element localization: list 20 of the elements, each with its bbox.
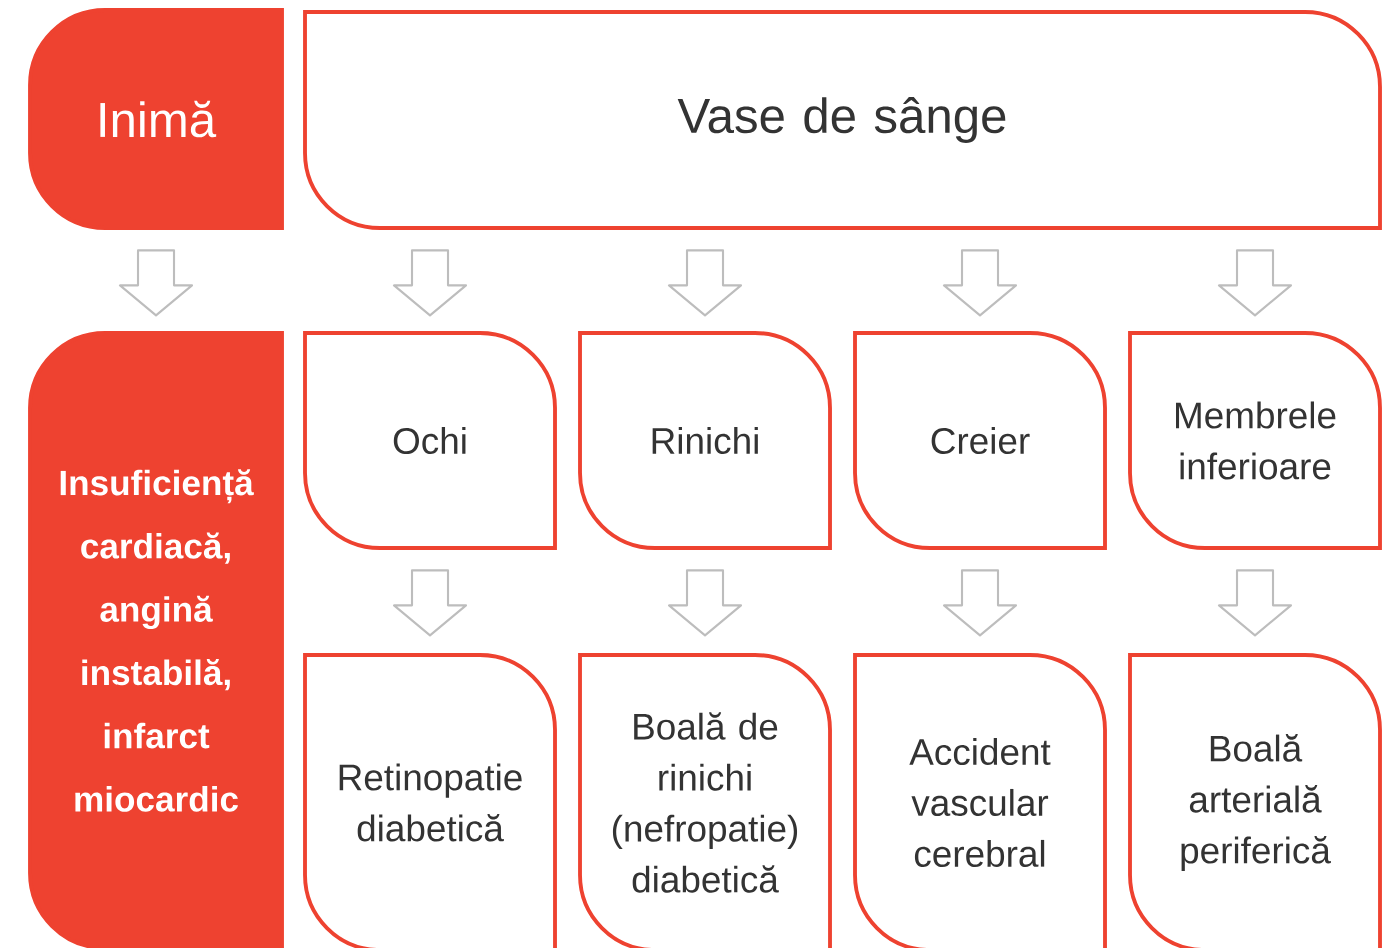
disease-box: Retinopatie diabetică [303,653,557,948]
block-arrow [942,249,1018,317]
organ-box: Membrele inferioare [1128,331,1382,550]
block-arrow [942,569,1018,637]
condition-box: Insuficiență cardiacă, angină instabilă, infarct miocardic [28,331,284,948]
block-arrow [667,249,743,317]
block-arrow [1217,249,1293,317]
heading-box: Inimă [28,8,284,230]
disease-box: Boală de rinichi (nefropatie) diabetică [578,653,832,948]
disease-box: Accident vascular cerebral [853,653,1107,948]
block-arrow [1217,569,1293,637]
block-arrow [392,569,468,637]
organ-box: Creier [853,331,1107,550]
block-arrow [118,249,194,317]
organ-box: Rinichi [578,331,832,550]
heading-box: Vase de sânge [303,10,1382,230]
block-arrow [667,569,743,637]
block-arrow [392,249,468,317]
disease-box: Boală arterială periferică [1128,653,1382,948]
organ-box: Ochi [303,331,557,550]
